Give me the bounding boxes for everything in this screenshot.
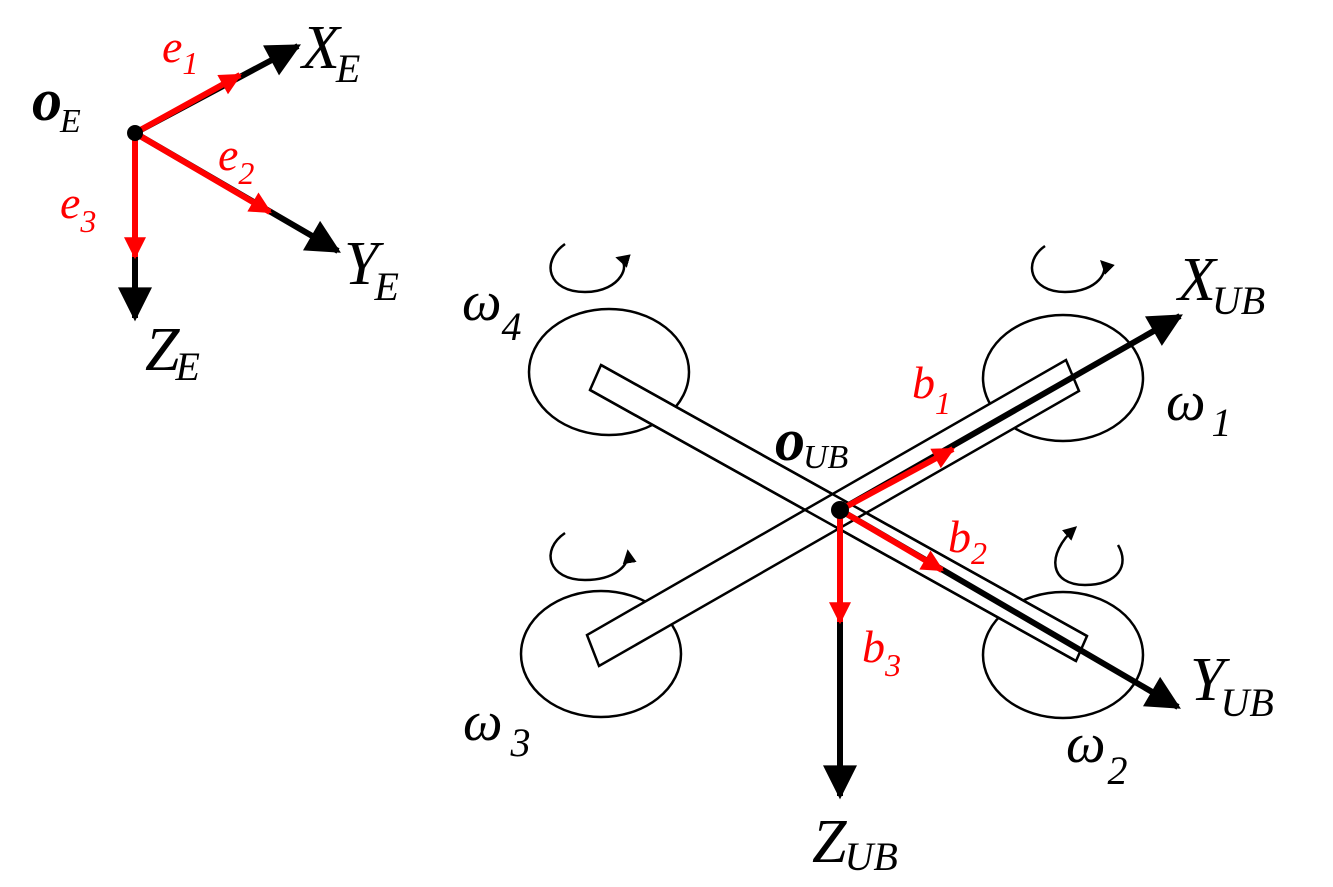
rotor-disc-3: [519, 589, 683, 719]
rotor-3-rotation-arrow: [549, 531, 637, 582]
rotor-1-rotation-arrow: [1030, 244, 1115, 294]
earth-z-label: ZE: [145, 316, 200, 389]
rotor-4-rotation-arrow: [549, 242, 631, 294]
body-frame: oUB XUB YUB ZUB b1 b2 b3: [775, 246, 1274, 879]
rotor-disc-2: [981, 590, 1145, 720]
rotor-2-rotation-arrow: [1054, 526, 1124, 587]
body-b1-vector: [838, 446, 955, 513]
earth-frame: oE XE YE ZE e1 e2 e3: [32, 14, 399, 389]
rotation-indicators: [549, 242, 1124, 587]
earth-origin-label: oE: [32, 67, 81, 140]
body-x-label: XUB: [1175, 246, 1265, 323]
earth-e3-label: e3: [60, 177, 96, 239]
rotor-disc-4: [527, 307, 691, 437]
body-z-label: ZUB: [812, 808, 898, 879]
earth-e1-vector: [133, 72, 242, 136]
earth-y-label: YE: [344, 230, 399, 309]
body-origin-label: oUB: [775, 407, 849, 476]
rotor-disc-1: [981, 313, 1145, 443]
earth-e2-vector: [133, 130, 272, 215]
body-origin-point: [831, 501, 849, 519]
body-b2-vector: [838, 507, 944, 573]
body-b2-label: b2: [948, 511, 987, 571]
body-b1-label: b1: [912, 357, 951, 421]
earth-e2-label: e2: [218, 129, 254, 191]
earth-e1-label: e1: [162, 21, 198, 81]
earth-x-label: XE: [299, 14, 360, 91]
body-b3-label: b3: [862, 621, 901, 683]
rotor-4-label: ω4: [462, 271, 522, 349]
earth-origin-point: [127, 125, 143, 141]
body-y-label: YUB: [1190, 646, 1274, 725]
rotor-2-label: ω2: [1066, 713, 1128, 793]
